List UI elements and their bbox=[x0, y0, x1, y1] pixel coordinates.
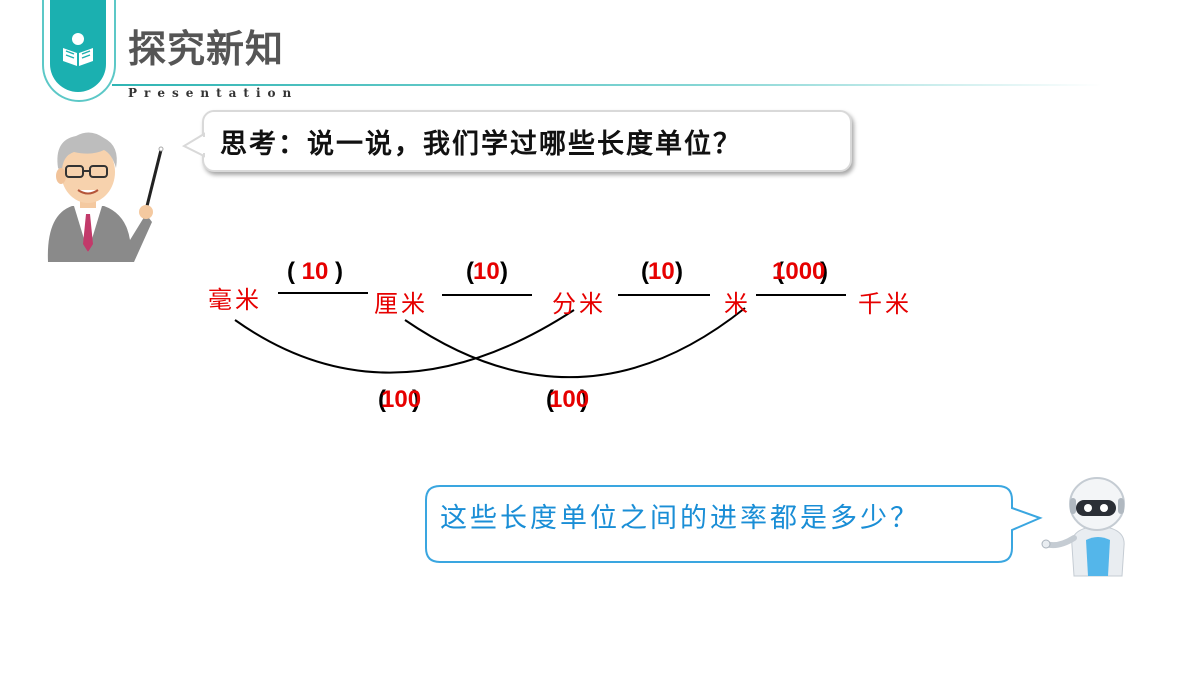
unit-decimeter: 分米 bbox=[552, 290, 606, 318]
unit-meter: 米 bbox=[724, 290, 751, 318]
reader-icon bbox=[63, 33, 93, 66]
rate-m-km: ( ) 1000 bbox=[772, 258, 828, 285]
teacher-bubble-tail bbox=[181, 132, 206, 158]
rate-mm-dm: ( ) 100 bbox=[378, 386, 422, 413]
arc-cm-m bbox=[404, 307, 746, 378]
robot-question: 这些长度单位之间的进率都是多少？ bbox=[440, 503, 920, 534]
rate-dm-m: ( ) 10 bbox=[641, 258, 683, 285]
header-badge bbox=[50, 0, 106, 92]
teacher-question: 思考：说一说，我们学过哪些长度单位？ bbox=[220, 128, 742, 160]
page-subtitle: Presentation bbox=[128, 86, 299, 100]
unit-centimeter: 厘米 bbox=[374, 290, 428, 318]
teacher-illustration bbox=[47, 132, 164, 262]
page-title: 探究新知 bbox=[128, 27, 285, 71]
rate-cm-m: ( ) 100 bbox=[546, 386, 590, 413]
unit-millimeter: 毫米 bbox=[208, 286, 262, 314]
rate-cm-dm: ( ) 10 bbox=[466, 258, 508, 285]
teacher-speech-bubble: 思考：说一说，我们学过哪些长度单位？ bbox=[202, 110, 852, 172]
header-divider bbox=[112, 84, 1102, 86]
unit-kilometer: 千米 bbox=[858, 290, 912, 318]
rate-mm-cm: ( 10 ) bbox=[287, 258, 344, 285]
arc-mm-dm bbox=[234, 309, 575, 374]
